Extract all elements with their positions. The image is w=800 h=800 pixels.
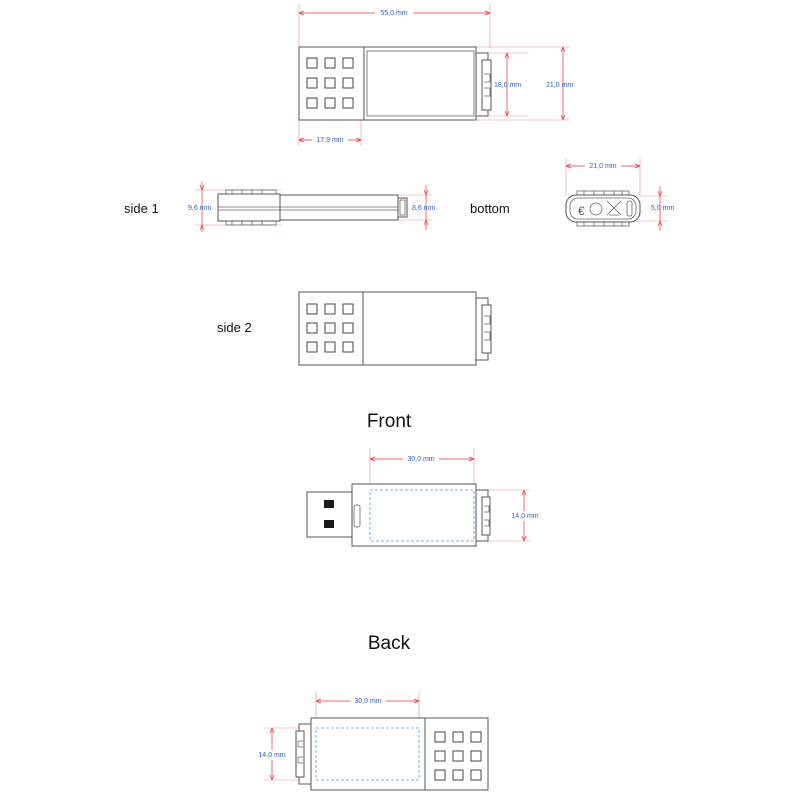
weee-bin-icon	[606, 200, 622, 216]
label-back: Back	[368, 633, 411, 654]
bottom-body	[565, 194, 641, 223]
side2-body	[362, 291, 477, 366]
dim-back-print-height: 14,0 mm	[258, 752, 285, 759]
logo-circle-icon	[589, 202, 603, 216]
back-print-area	[315, 727, 420, 781]
top-squares	[306, 57, 354, 109]
dim-bottom-width: 21,0 mm	[589, 163, 616, 170]
back-body	[310, 717, 426, 791]
dim-front-print-height: 14,0 mm	[511, 513, 538, 520]
dim-front-print-width: 30,0 mm	[407, 456, 434, 463]
side1-view: side 1 9,6 mm 8,6 mm	[124, 182, 436, 232]
label-side2: side 2	[217, 320, 252, 335]
side2-view: side 2	[217, 291, 492, 366]
side2-squares	[306, 303, 354, 353]
side1-cap	[217, 193, 281, 222]
front-usb-plug	[306, 491, 353, 538]
dim-top-outer-height: 21,0 mm	[546, 82, 573, 89]
top-view: 55,0 mm 17,9 mm 18,0 mm 21,0 mm	[298, 4, 573, 146]
front-print-area	[369, 489, 475, 542]
side1-body	[279, 194, 399, 221]
dim-bottom-height: 5,0 mm	[651, 205, 675, 212]
top-body	[363, 46, 477, 121]
dim-back-print-width: 30,0 mm	[354, 698, 381, 705]
label-front: Front	[367, 411, 412, 432]
back-view: Back 30,0 mm 14,0 mm	[255, 633, 489, 791]
dim-top-length: 55,0 mm	[380, 10, 407, 17]
ce-mark-icon: €	[578, 204, 585, 218]
dim-top-inner-height: 18,0 mm	[494, 82, 521, 89]
label-side1: side 1	[124, 201, 159, 216]
dim-side1-left: 9,6 mm	[188, 205, 212, 212]
front-view: Front 30,0 mm 14,0 mm	[306, 411, 542, 547]
back-squares	[434, 731, 482, 781]
dim-side1-right: 8,6 mm	[412, 205, 436, 212]
front-body	[351, 483, 477, 547]
bottom-view: bottom € 21,0 mm 5,0 mm	[470, 158, 675, 231]
label-bottom: bottom	[470, 201, 510, 216]
dim-top-cap-width: 17,9 mm	[316, 137, 343, 144]
